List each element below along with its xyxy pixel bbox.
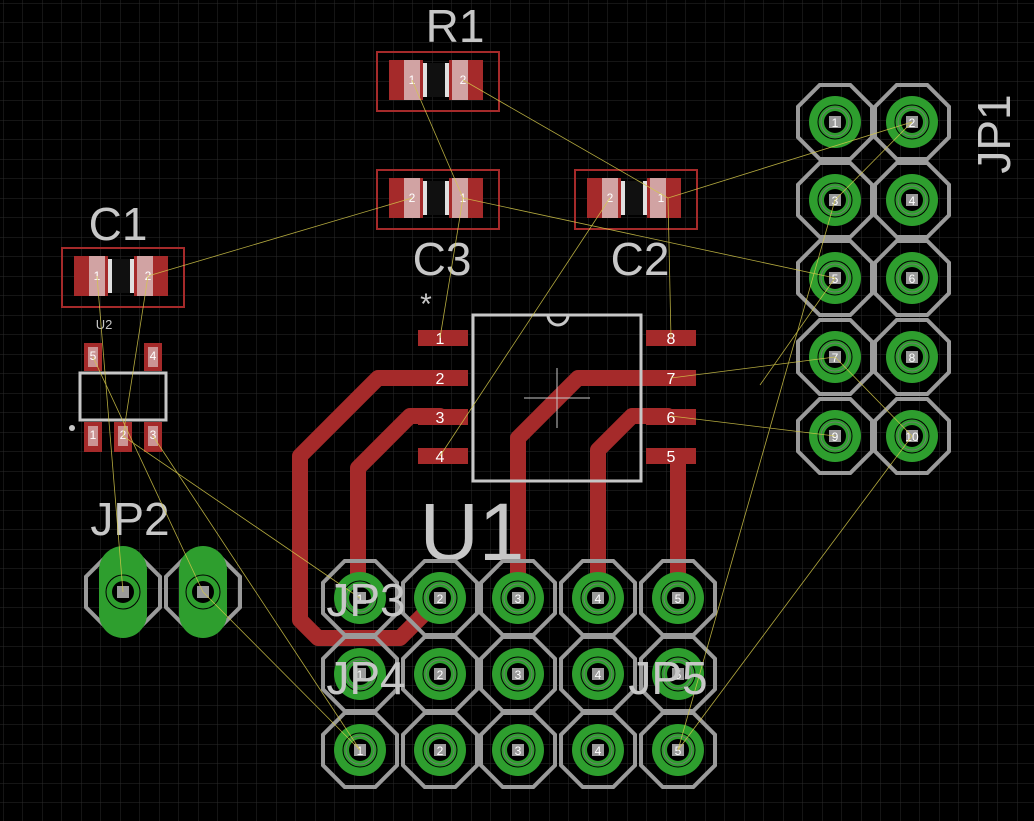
c1-label: C1 bbox=[89, 198, 148, 250]
jp4-pin-5-number: 5 bbox=[675, 668, 682, 682]
jp3-pin-5[interactable]: 5 bbox=[639, 559, 717, 637]
jp1-pin-4[interactable]: 4 bbox=[873, 161, 951, 239]
jp3-label: JP3 bbox=[326, 574, 405, 626]
jp1-pin-7-number: 7 bbox=[832, 351, 839, 365]
jp3-pin-1-number: 1 bbox=[357, 592, 364, 606]
jp1-pin-1[interactable]: 1 bbox=[796, 83, 874, 161]
jp1-pin-6[interactable]: 6 bbox=[873, 239, 951, 317]
u1-pin1: 1 bbox=[436, 331, 445, 348]
jp3-pin-2-number: 2 bbox=[437, 592, 444, 606]
jp1-pin-8-number: 8 bbox=[909, 351, 916, 365]
jp4-pin-4[interactable]: 4 bbox=[559, 635, 637, 713]
jp3-pin-4-number: 4 bbox=[595, 592, 602, 606]
jp4-pin-4-number: 4 bbox=[595, 668, 602, 682]
jp3[interactable]: 1 2 3 4 5 bbox=[321, 559, 717, 637]
c3-label: C3 bbox=[413, 233, 472, 285]
u1-pin8: 8 bbox=[667, 331, 676, 348]
jp1-pin-1-number: 1 bbox=[832, 116, 839, 130]
jp5-pin-4-number: 4 bbox=[595, 744, 602, 758]
u1-label: U1 bbox=[420, 487, 525, 578]
jp3-pin-3[interactable]: 3 bbox=[479, 559, 557, 637]
jp4-pin-2[interactable]: 2 bbox=[401, 635, 479, 713]
jp5-pin-2-number: 2 bbox=[437, 744, 444, 758]
jp4-pin-3-number: 3 bbox=[515, 668, 522, 682]
jp1-pin-2-number: 2 bbox=[909, 116, 916, 130]
jp1-label: JP1 bbox=[968, 94, 1020, 173]
jp1-pin-9-number: 9 bbox=[832, 430, 839, 444]
jp1-pin-4-number: 4 bbox=[909, 194, 916, 208]
u1-pin5: 5 bbox=[667, 449, 676, 466]
c2[interactable]: 2 1 C2 bbox=[574, 169, 698, 285]
u2-pin3: 3 bbox=[150, 428, 157, 442]
jp1-pin-3-number: 3 bbox=[832, 194, 839, 208]
u1-pin1-marker: * bbox=[420, 288, 432, 321]
jp5-pin-4[interactable]: 4 bbox=[559, 711, 637, 789]
c3-pad2: 2 bbox=[409, 191, 416, 205]
u2-label: U2 bbox=[96, 317, 113, 332]
jp4-label: JP4 bbox=[326, 652, 405, 704]
jp5-pin-3[interactable]: 3 bbox=[479, 711, 557, 789]
jp1-pin-5-number: 5 bbox=[832, 272, 839, 286]
u2-pin1: 1 bbox=[90, 428, 97, 442]
jp5-pin-5-number: 5 bbox=[675, 744, 682, 758]
c2-pad2: 2 bbox=[607, 191, 614, 205]
u1-pin3: 3 bbox=[436, 410, 445, 427]
c3[interactable]: 2 1 C3 bbox=[376, 169, 500, 285]
jp3-pin-2[interactable]: 2 bbox=[401, 559, 479, 637]
ratsnest bbox=[92, 79, 913, 751]
jp5-pin-3-number: 3 bbox=[515, 744, 522, 758]
u2-pin5: 5 bbox=[90, 349, 97, 363]
jp2-label: JP2 bbox=[90, 493, 169, 545]
jp4-pin-2-number: 2 bbox=[437, 668, 444, 682]
jp1-pin-6-number: 6 bbox=[909, 272, 916, 286]
jp5-pin-1-number: 1 bbox=[357, 744, 364, 758]
jp3-pin-5-number: 5 bbox=[675, 592, 682, 606]
u2-pin4: 4 bbox=[150, 349, 157, 363]
jp4-pin-1[interactable]: 1 bbox=[321, 635, 399, 713]
u1-pin6: 6 bbox=[667, 410, 676, 427]
u1-pin7: 7 bbox=[667, 371, 676, 388]
jp1-pin-8[interactable]: 8 bbox=[873, 318, 951, 396]
r1-label: R1 bbox=[426, 0, 485, 52]
jp4-pin-3[interactable]: 3 bbox=[479, 635, 557, 713]
jp3-pin-4[interactable]: 4 bbox=[559, 559, 637, 637]
jp5-label: JP5 bbox=[628, 652, 707, 704]
c2-label: C2 bbox=[611, 233, 670, 285]
jp4-pin-1-number: 1 bbox=[357, 668, 364, 682]
jp5-pin-2[interactable]: 2 bbox=[401, 711, 479, 789]
c2-pad1: 1 bbox=[658, 191, 665, 205]
u1-pin4: 4 bbox=[436, 449, 445, 466]
u1-pin2: 2 bbox=[436, 371, 445, 388]
jp3-pin-3-number: 3 bbox=[515, 592, 522, 606]
